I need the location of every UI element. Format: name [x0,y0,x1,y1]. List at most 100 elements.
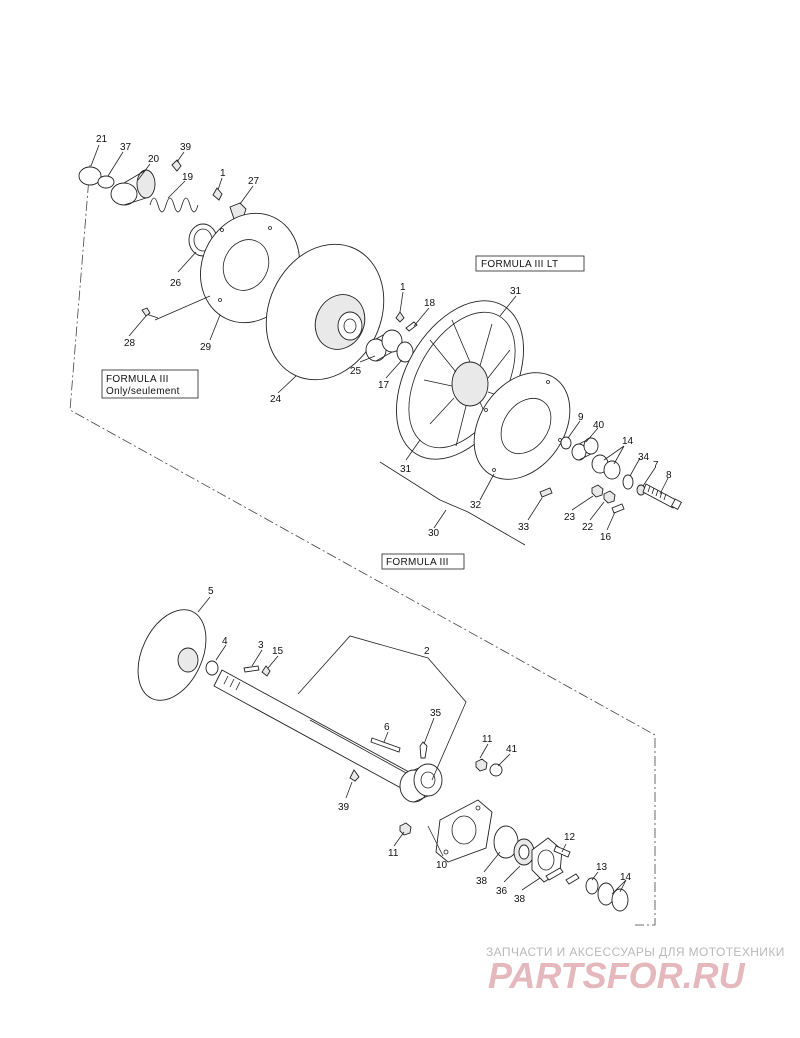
part-39-screw-b [349,769,360,782]
part-1-screw [212,187,223,201]
part-33-screw [539,487,553,498]
part-37-washer [97,175,115,189]
callout-39: 39 [180,142,192,153]
part-4-washer [205,660,219,676]
part-5-sheave [137,609,207,701]
part-25-bushing [365,329,403,362]
part-bearing-hub [399,763,443,803]
callout-27: 27 [248,176,260,187]
assembly-outline [69,164,656,926]
callout-40: 40 [593,420,605,431]
part-number-callouts: 21 37 20 39 19 1 27 26 28 29 24 1 18 31 … [96,134,672,905]
part-20-governor-cup [110,169,156,206]
callout-10: 10 [436,860,448,871]
part-14-ring-d [611,888,629,912]
label-formula-iii: FORMULA III [381,553,465,570]
part-14-ring-c [597,882,615,906]
part-3-key [243,665,260,673]
callout-16: 16 [600,532,612,543]
label-formula-iii-only: FORMULA III Only/seulement [101,369,199,399]
callout-15: 15 [272,646,284,657]
part-32-plate [473,372,571,480]
part-40-spacer [571,437,599,461]
callout-34: 34 [638,452,650,463]
part-9-washer [560,436,572,450]
callout-39b: 39 [338,802,350,813]
part-14-ring-b [603,460,621,480]
leader-lines-bottom [197,596,627,895]
callout-4: 4 [222,636,228,647]
callout-31b: 31 [400,464,412,475]
part-8-bolt [642,483,683,511]
callout-1: 1 [220,168,226,179]
callout-11a: 11 [482,734,493,745]
part-35-screw [419,741,428,759]
callout-5: 5 [208,586,214,597]
svg-text:FORMULA III: FORMULA III [386,557,449,568]
callout-17: 17 [378,380,390,391]
callout-7: 7 [653,460,659,471]
callout-41: 41 [506,744,518,755]
callout-24: 24 [270,394,282,405]
part-18-pin [405,321,418,332]
watermark-tagline: ЗАПЧАСТИ И АКСЕССУАРЫ ДЛЯ МОТОТЕХНИКИ [486,945,785,959]
callout-13: 13 [596,862,608,873]
part-11-nut-a [475,758,488,772]
part-23-nut [591,484,604,498]
callout-14a: 14 [622,436,634,447]
callout-36: 36 [496,886,508,897]
callout-21: 21 [96,134,108,145]
callout-2: 2 [424,646,430,657]
callout-23: 23 [564,512,576,523]
callout-38b: 38 [514,894,526,905]
callout-25: 25 [350,366,362,377]
part-12-bolt-c [565,873,580,885]
callout-38a: 38 [476,876,488,887]
callout-22: 22 [582,522,594,533]
callout-37: 37 [120,142,132,153]
callout-35: 35 [430,708,442,719]
watermark: ЗАПЧАСТИ И АКСЕССУАРЫ ДЛЯ МОТОТЕХНИКИ PA… [486,945,785,996]
part-41-washer [489,763,503,777]
callout-26: 26 [170,278,182,289]
watermark-brand: PARTSFOR.RU [488,955,746,996]
callout-20: 20 [148,154,160,165]
part-39-screw [171,159,182,172]
part-13-washer [585,877,599,895]
part-34-washer [622,474,634,490]
callout-12: 12 [564,832,576,843]
part-22-nut [603,490,616,504]
leader-lines-top [90,144,669,546]
callout-19: 19 [182,172,194,183]
svg-text:FORMULA III: FORMULA III [106,374,169,385]
callout-31a: 31 [510,286,522,297]
part-36-bearing [513,838,535,866]
part-15-screw [261,665,271,677]
part-6-key [370,737,401,753]
callout-30: 30 [428,528,440,539]
part-21-snap-ring [78,166,102,186]
svg-text:Only/seulement: Only/seulement [106,386,180,397]
part-24-sheave-body [265,243,385,381]
callout-3: 3 [258,640,264,651]
callout-9: 9 [578,412,584,423]
callout-1b: 1 [400,282,406,293]
callout-18: 18 [424,298,436,309]
callout-29: 29 [200,342,212,353]
callout-28: 28 [124,338,136,349]
part-19-spring [149,197,199,213]
callout-14b: 14 [620,872,632,883]
callout-33: 33 [518,522,530,533]
part-12-bolt-b [545,867,564,881]
part-10-bracket [435,799,493,863]
callout-32: 32 [470,500,482,511]
part-1-screw-b [395,311,405,323]
part-11-nut-b [399,822,412,836]
part-16-set-screw [611,503,625,514]
label-formula-iii-lt: FORMULA III LT [475,255,585,272]
callout-8: 8 [666,470,672,481]
svg-text:FORMULA III LT: FORMULA III LT [481,259,558,270]
part-17-ring [396,341,414,363]
